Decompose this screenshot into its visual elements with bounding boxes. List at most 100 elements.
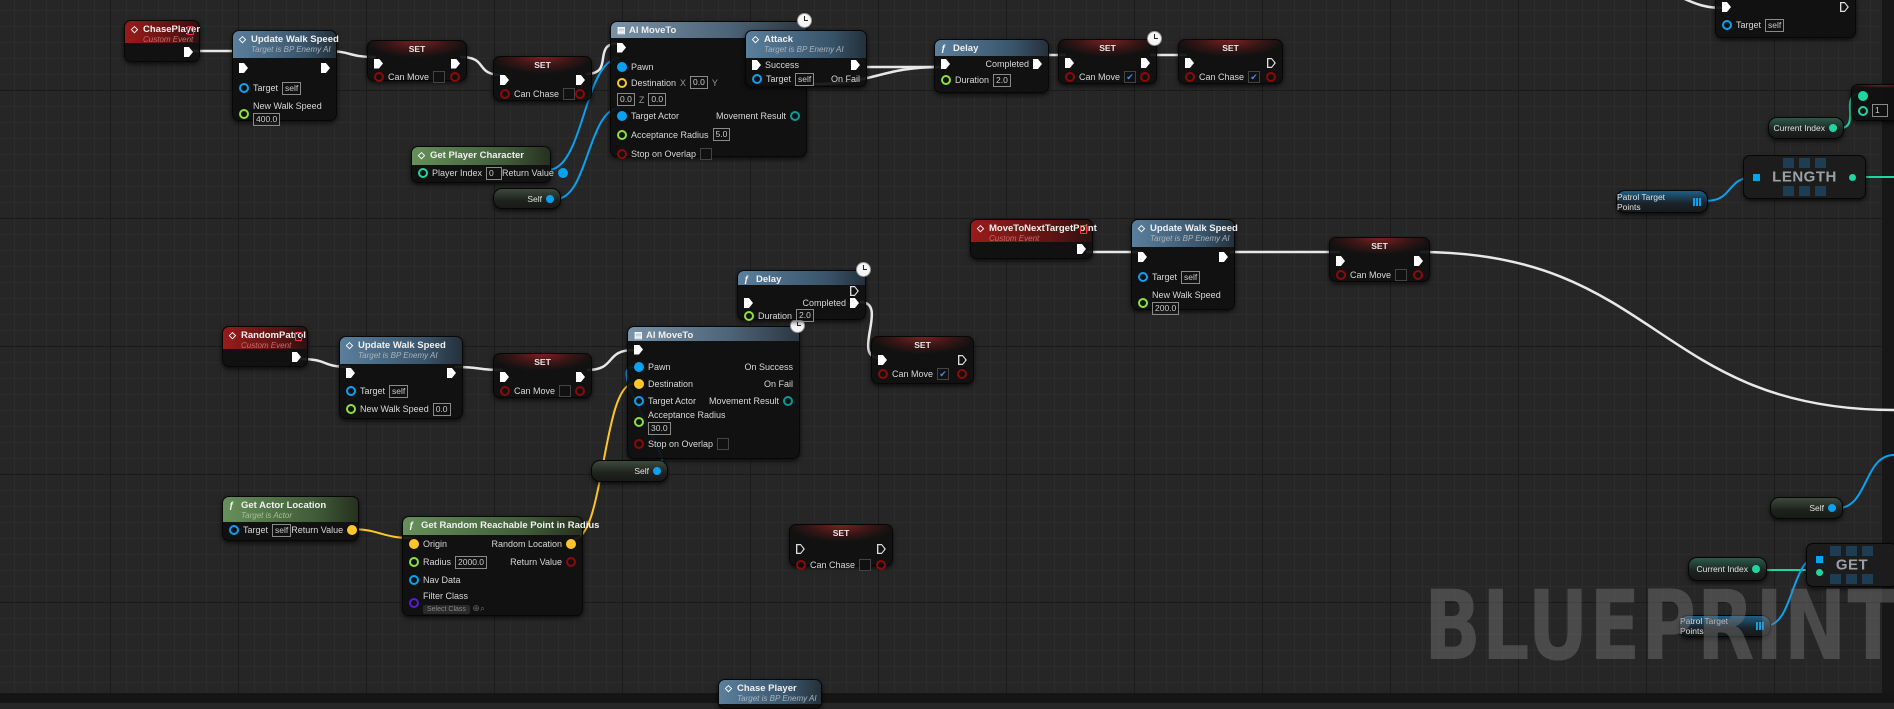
vec-pin-icon[interactable] xyxy=(634,378,644,389)
bool-pin-icon[interactable] xyxy=(1140,72,1150,82)
bool-pin-icon[interactable] xyxy=(1185,72,1195,82)
obj-pin-icon[interactable] xyxy=(617,61,627,72)
obj-pin-icon[interactable] xyxy=(239,83,249,93)
float-pin-icon[interactable] xyxy=(346,404,356,414)
exec-pin-icon[interactable] xyxy=(500,372,509,382)
bool-pin-icon[interactable] xyxy=(575,386,585,396)
array-input-pin-icon[interactable] xyxy=(1753,174,1760,181)
obj-pin-icon[interactable] xyxy=(752,74,762,84)
current-index-1-variable[interactable]: Current Index xyxy=(1768,117,1844,139)
exec-pin-icon[interactable] xyxy=(634,344,643,355)
vector-component-input[interactable]: 0.0 xyxy=(648,93,667,106)
value-input[interactable]: 400.0 xyxy=(253,113,281,126)
bool-pin-icon[interactable] xyxy=(575,89,586,99)
obj-pin-icon[interactable] xyxy=(634,361,644,372)
float-pin-icon[interactable] xyxy=(1138,297,1148,308)
bool-pin-icon[interactable] xyxy=(500,386,510,396)
exec-pin-icon[interactable] xyxy=(744,298,753,308)
exec-pin-icon[interactable] xyxy=(576,372,585,382)
checkbox-checked[interactable]: ✔ xyxy=(1248,71,1261,83)
exec-pin-icon[interactable] xyxy=(500,75,509,85)
value-input[interactable]: 2.0 xyxy=(993,73,1011,87)
delegate-pin-icon[interactable] xyxy=(187,26,194,35)
bool-pin-icon[interactable] xyxy=(617,148,627,159)
checkbox-unchecked[interactable] xyxy=(433,70,446,83)
exec-pin-icon[interactable] xyxy=(1840,2,1849,12)
int-pin-icon[interactable] xyxy=(1858,90,1868,101)
checkbox-unchecked[interactable] xyxy=(717,437,730,450)
array-input-pin-icon[interactable] xyxy=(1816,556,1823,563)
value-input[interactable]: 200.0 xyxy=(1152,302,1180,315)
get-node[interactable]: GET xyxy=(1806,543,1894,587)
int-pin-icon[interactable] xyxy=(1829,124,1837,132)
checkbox-checked[interactable]: ✔ xyxy=(1124,71,1137,83)
length-output-pin-icon[interactable] xyxy=(1849,174,1856,181)
obj-pin-icon[interactable] xyxy=(1138,272,1148,282)
struct-pin-icon[interactable] xyxy=(790,110,800,121)
float-pin-icon[interactable] xyxy=(617,129,627,140)
delegate-pin-icon[interactable] xyxy=(295,332,302,341)
bool-pin-icon[interactable] xyxy=(374,71,384,82)
float-pin-icon[interactable] xyxy=(634,417,644,428)
checkbox-unchecked[interactable] xyxy=(859,559,872,571)
int-partial-node-node[interactable]: 1 xyxy=(1851,84,1894,121)
exec-pin-icon[interactable] xyxy=(1077,244,1086,254)
float-pin-icon[interactable] xyxy=(409,557,419,567)
value-input[interactable]: self xyxy=(795,72,815,86)
checkbox-unchecked[interactable] xyxy=(563,88,576,100)
value-input[interactable]: 0.0 xyxy=(432,402,451,416)
exec-pin-icon[interactable] xyxy=(1065,58,1074,68)
checkbox-unchecked[interactable] xyxy=(700,147,713,160)
exec-pin-icon[interactable] xyxy=(1722,2,1731,12)
length-node[interactable]: LENGTH xyxy=(1743,155,1866,199)
bool-pin-icon[interactable] xyxy=(450,71,460,82)
float-pin-icon[interactable] xyxy=(941,75,951,85)
bool-pin-icon[interactable] xyxy=(796,560,806,570)
self-2-variable[interactable]: Self xyxy=(591,460,668,482)
exec-pin-icon[interactable] xyxy=(1414,256,1423,266)
exec-pin-icon[interactable] xyxy=(1336,256,1345,266)
value-input[interactable]: self xyxy=(389,384,409,398)
struct-pin-icon[interactable] xyxy=(783,395,793,406)
vec-pin-icon[interactable] xyxy=(347,525,358,535)
obj-pin-icon[interactable] xyxy=(617,110,627,121)
obj-pin-icon[interactable] xyxy=(1722,20,1732,30)
value-input[interactable]: 2.0 xyxy=(796,309,814,322)
obj-pin-icon[interactable] xyxy=(409,575,419,585)
value-input[interactable]: 1 xyxy=(1872,104,1888,117)
bool-pin-icon[interactable] xyxy=(1266,72,1276,82)
value-input[interactable]: self xyxy=(282,81,302,95)
obj-pin-icon[interactable] xyxy=(546,194,554,203)
array-pin-icon[interactable] xyxy=(1693,197,1701,206)
horizontal-scrollbar[interactable] xyxy=(0,693,1894,703)
bool-pin-icon[interactable] xyxy=(634,438,644,449)
vector-component-input[interactable]: 0.0 xyxy=(690,76,708,89)
value-input[interactable]: self xyxy=(1181,270,1201,284)
vec-pin-icon[interactable] xyxy=(617,77,627,88)
exec-pin-icon[interactable] xyxy=(184,47,193,57)
int-pin-icon[interactable] xyxy=(1858,105,1868,116)
exec-pin-icon[interactable] xyxy=(1033,59,1042,69)
exec-pin-icon[interactable] xyxy=(877,544,886,554)
bool-pin-icon[interactable] xyxy=(1413,270,1423,280)
int-pin-icon[interactable] xyxy=(418,168,428,178)
exec-pin-icon[interactable] xyxy=(796,544,805,554)
value-input[interactable]: self xyxy=(272,523,292,537)
vec-pin-icon[interactable] xyxy=(566,539,576,549)
obj-pin-icon[interactable] xyxy=(346,386,356,396)
checkbox-unchecked[interactable] xyxy=(559,385,572,397)
exec-pin-icon[interactable] xyxy=(292,352,301,362)
checkbox-unchecked[interactable] xyxy=(1395,269,1408,281)
exec-pin-icon[interactable] xyxy=(851,60,860,70)
